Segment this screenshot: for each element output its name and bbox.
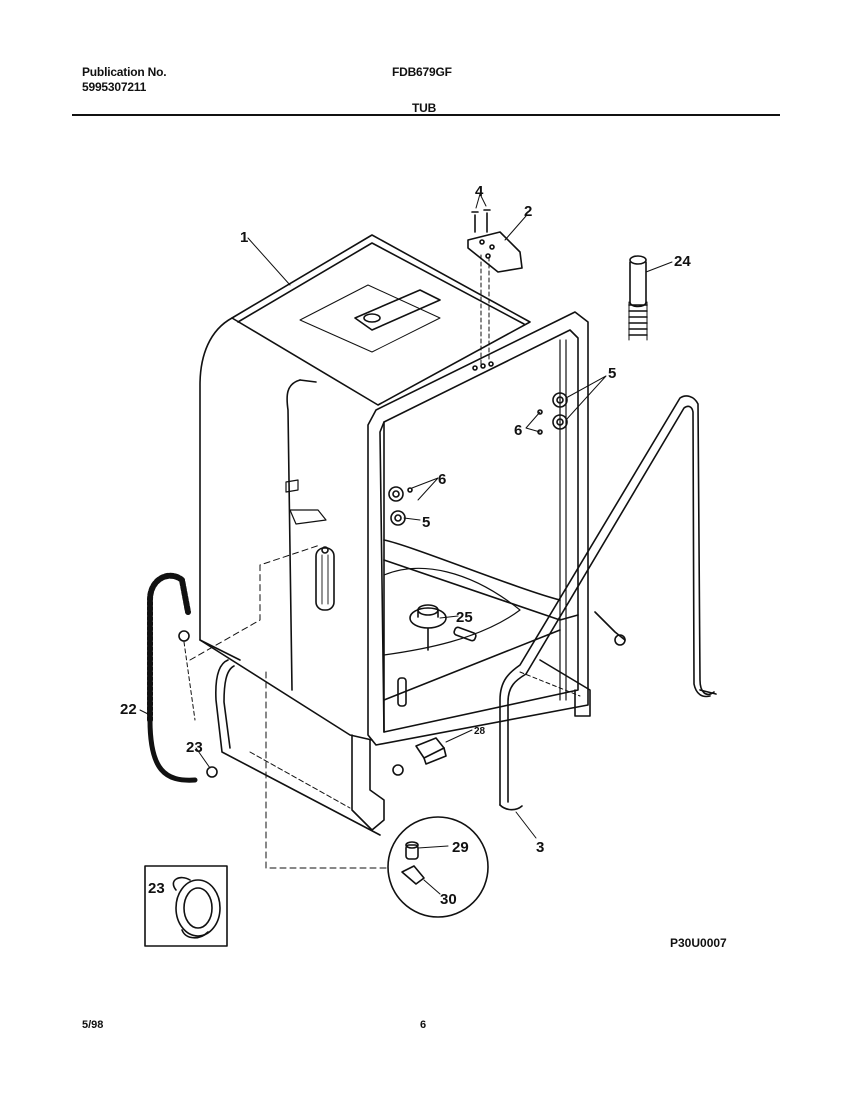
- callout-4: 4: [475, 183, 484, 200]
- callout-5b: 5: [422, 514, 430, 531]
- callout-leaders: [139, 193, 673, 839]
- callout-23b: 23: [148, 880, 165, 897]
- callout-28: 28: [474, 726, 486, 737]
- spring-pin: [628, 255, 648, 341]
- header-rule: [72, 114, 780, 116]
- publication-label: Publication No.: [82, 65, 167, 79]
- door-switch: [415, 729, 473, 765]
- footer-page-number: 6: [420, 1019, 427, 1031]
- callout-22: 22: [120, 701, 137, 718]
- publication-number: 5995307211: [82, 80, 147, 94]
- drain-hose: [147, 572, 218, 783]
- callout-1: 1: [240, 229, 248, 246]
- callout-30: 30: [440, 891, 457, 908]
- rollers: [388, 392, 568, 526]
- section-title: TUB: [412, 101, 437, 115]
- diagram-code: P30U0007: [670, 936, 727, 950]
- detail-circle: [387, 816, 489, 918]
- callout-25: 25: [456, 609, 473, 626]
- tub-front-frame: [367, 311, 626, 746]
- callout-5a: 5: [608, 365, 616, 382]
- callout-24: 24: [674, 253, 691, 270]
- callout-6a: 6: [514, 422, 522, 439]
- inset-clamp-box: [144, 865, 228, 947]
- tub-body: [199, 234, 531, 836]
- leader-lines: [189, 544, 391, 869]
- callout-2: 2: [524, 203, 532, 220]
- float: [409, 604, 447, 651]
- footer-date: 5/98: [82, 1019, 104, 1031]
- callout-6b: 6: [438, 471, 446, 488]
- callout-23a: 23: [186, 739, 203, 756]
- top-bracket: [467, 209, 523, 371]
- callout-29: 29: [452, 839, 469, 856]
- callout-3: 3: [536, 839, 544, 856]
- model-number: FDB679GF: [392, 65, 452, 79]
- door-gasket: [499, 395, 717, 811]
